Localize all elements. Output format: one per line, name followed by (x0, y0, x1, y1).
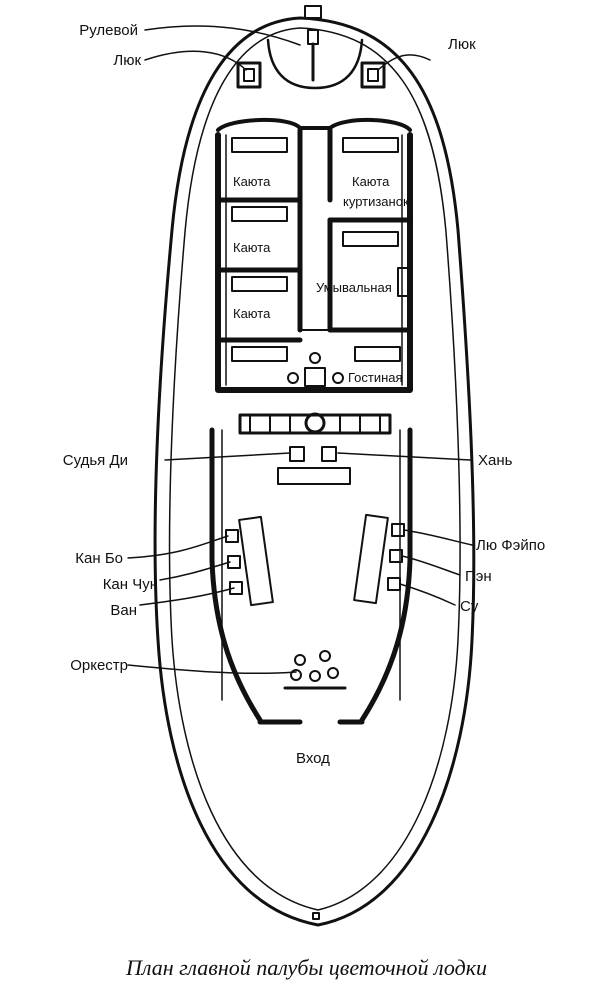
label-kan-bo: Кан Бо (75, 550, 123, 567)
label-su: Су (460, 598, 479, 615)
gunwale (168, 27, 461, 911)
hatch-left-box (236, 61, 262, 89)
label-kan-chun: Кан Чун (102, 576, 158, 593)
label-pen: Пэн (465, 568, 492, 585)
label-cabin-3: Каюта (233, 306, 271, 321)
label-cabin-1: Каюта (233, 174, 271, 189)
label-judge-di: Судья Ди (62, 452, 128, 469)
cabin-block-wall (215, 132, 413, 393)
label-liu-feipo: Лю Фэйпо (476, 537, 546, 554)
hatch-right-box (360, 61, 386, 89)
label-courtesan-cabin-1: Каюта (352, 174, 390, 189)
label-cabin-2: Каюта (233, 240, 271, 255)
hall-wall-left (209, 427, 263, 723)
label-han: Хань (478, 452, 513, 469)
label-lounge: Гостиная (348, 370, 403, 385)
rudder-bay (266, 38, 364, 90)
figure-caption: План главной палубы цветочной лодки (125, 955, 488, 980)
stern-post (304, 5, 322, 19)
label-hatch-left: Люк (113, 52, 141, 69)
label-entrance: Вход (296, 750, 330, 767)
label-washroom: Умывальная (316, 280, 392, 295)
label-courtesan-cabin-2: куртизанок (343, 194, 409, 209)
label-wan: Ван (110, 602, 137, 619)
label-orchestra: Оркестр (70, 657, 128, 674)
label-steering: Рулевой (79, 22, 138, 39)
hall-wall-right (359, 427, 413, 723)
screen-partition (238, 413, 392, 435)
hull-outline (153, 16, 476, 927)
label-hatch-right: Люк (448, 36, 476, 53)
